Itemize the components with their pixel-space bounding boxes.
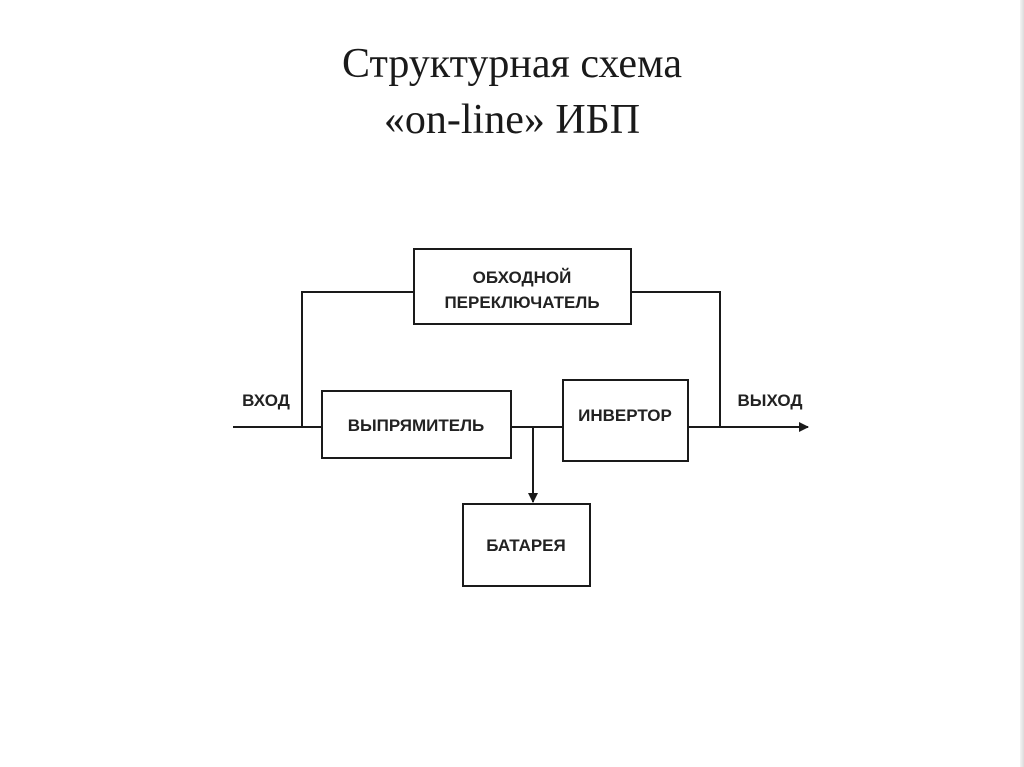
bypass-switch-block (413, 248, 632, 325)
title-line-1: Структурная схема (342, 41, 682, 87)
slide-title: Структурная схема «on-line» ИБП (0, 36, 1024, 148)
title-line-2: «on-line» ИБП (383, 97, 641, 143)
bypass-right-connector (631, 291, 721, 427)
rectifier-label: ВЫПРЯМИТЕЛЬ (348, 416, 485, 435)
rectifier-block (321, 390, 512, 459)
slide-edge (1020, 0, 1024, 767)
output-label: ВЫХОД (738, 391, 803, 410)
bypass-switch-label-2: ПЕРЕКЛЮЧАТЕЛЬ (444, 293, 599, 312)
inverter-block (562, 379, 689, 462)
battery-label: БАТАРЕЯ (486, 536, 566, 555)
input-label: ВХОД (242, 391, 290, 410)
bypass-switch-label-1: ОБХОДНОЙ (473, 268, 572, 287)
inverter-label: ИНВЕРТОР (578, 406, 672, 425)
battery-block (462, 503, 591, 587)
bypass-left-connector (301, 291, 414, 427)
